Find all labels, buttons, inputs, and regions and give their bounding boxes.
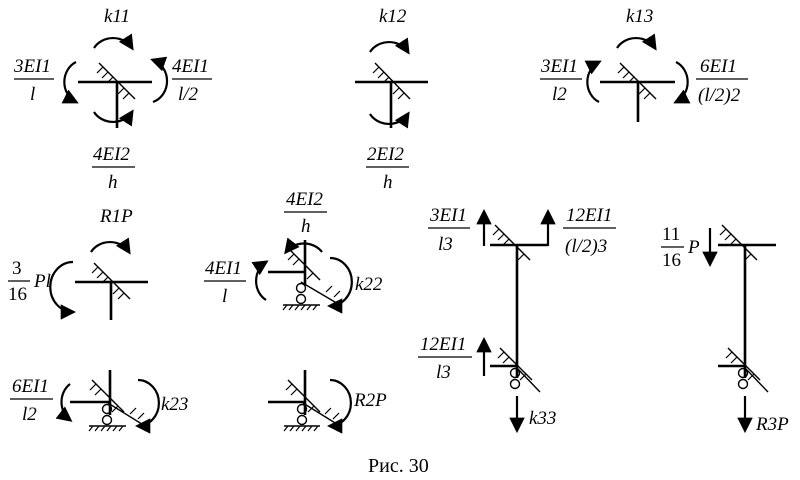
reaction-label-k33: k33 [529, 408, 556, 429]
fixed-support-hatch [492, 224, 531, 261]
moment-arrow-top [90, 237, 131, 255]
diagram-k11: k11 3EI1 l 4EI1 l/2 4EI2 h [13, 6, 212, 193]
force-suffix-left: P [687, 237, 700, 258]
moment-denominator-bottom: h [383, 172, 393, 193]
moment-arrow-top [284, 237, 323, 255]
moment-numerator-left: 4EI1 [205, 258, 242, 279]
force-numerator-right: 12EI1 [566, 205, 612, 226]
reaction-label-r2p: R2P [353, 390, 387, 411]
reaction-label-k22: k22 [355, 274, 383, 295]
reaction-label-r3p: R3P [755, 414, 789, 435]
diagram-k33: 3EI1 l3 12EI1 (l/2)3 12EI1 l3 k33 [418, 205, 616, 434]
force-denominator-right: (l/2)3 [565, 236, 607, 257]
lower-fixed-support-hatch [497, 347, 533, 381]
moment-arrow-right [134, 378, 160, 434]
reaction-label-k13: k13 [626, 6, 653, 27]
moment-numerator-bottom: 4EI2 [93, 144, 130, 165]
moment-numerator-top: 4EI2 [286, 189, 323, 210]
moment-arrow-top [616, 33, 657, 51]
moment-numerator-left: 3EI1 [540, 56, 578, 77]
force-numerator-left: 11 [662, 224, 680, 245]
moment-arrow-left [61, 61, 79, 104]
diagram-r3p: 11 16 P R3P [661, 224, 789, 435]
roller-support [737, 367, 769, 393]
roller-support [282, 281, 341, 311]
force-numerator-lower: 12EI1 [420, 334, 466, 355]
moment-arrow-top [93, 33, 134, 51]
force-numerator-left: 3EI1 [429, 205, 467, 226]
moment-arrow-right [326, 256, 353, 314]
force-denominator-left: 16 [662, 250, 681, 271]
diagram-r1p: R1P 3 16 Pl [8, 206, 148, 320]
moment-denominator-bottom: h [108, 172, 118, 193]
fixed-support-hatch [719, 224, 758, 261]
moment-arrow-left [55, 383, 73, 422]
diagram-k22: 4EI2 h 4EI1 l k22 [204, 189, 383, 314]
moment-denominator-left: l [222, 286, 227, 307]
fixed-support-hatch [287, 249, 321, 281]
moment-suffix-left: Pl [33, 271, 51, 292]
figure-caption: Рис. 30 [368, 455, 429, 477]
diagram-r2p: R2P [268, 370, 387, 434]
moment-arrow-right [150, 56, 169, 104]
moment-numerator-right: 6EI1 [700, 56, 737, 77]
moment-arrow-bottom [93, 109, 134, 127]
fixed-support-hatch [89, 379, 125, 413]
force-denominator-left: l3 [438, 234, 453, 255]
moment-denominator-left: l2 [552, 84, 567, 105]
moment-denominator-top: h [301, 216, 311, 237]
moment-arrow-left [251, 260, 269, 301]
moment-arrow-right [326, 378, 352, 434]
moment-numerator-left: 6EI1 [12, 376, 49, 397]
moment-arrow-bottom [369, 111, 410, 129]
reaction-label-k11: k11 [104, 6, 130, 27]
reaction-label-k12: k12 [379, 6, 407, 27]
reaction-label-k23: k23 [161, 394, 188, 415]
fixed-support-hatch [96, 62, 136, 100]
moment-arrow-right [673, 61, 691, 104]
moment-arrow-left [584, 60, 602, 103]
moment-numerator-left: 3EI1 [13, 56, 51, 77]
fixed-support-hatch [285, 379, 321, 413]
diagram-k12: k12 2EI2 h [355, 6, 428, 193]
moment-arrow-top [369, 37, 410, 55]
moment-numerator-left: 3 [12, 258, 22, 279]
roller-support [509, 367, 541, 393]
moment-numerator-right: 4EI1 [172, 56, 209, 77]
moment-denominator-left: l2 [22, 404, 37, 425]
reaction-label-r1p: R1P [99, 206, 133, 227]
moment-denominator-left: l [30, 84, 35, 105]
roller-support [88, 402, 146, 432]
moment-denominator-right: l/2 [178, 84, 199, 105]
fixed-support-hatch [372, 62, 411, 100]
diagram-k13: k13 3EI1 l2 6EI1 (l/2)2 [540, 6, 748, 122]
lower-fixed-support-hatch [725, 347, 761, 381]
force-denominator-lower: l3 [436, 362, 451, 383]
moment-denominator-left: 16 [8, 284, 27, 305]
fixed-support-hatch [617, 62, 657, 100]
moment-denominator-right: (l/2)2 [698, 85, 741, 106]
diagram-k23: 6EI1 l2 k23 [10, 370, 188, 434]
moment-numerator-bottom: 2EI2 [367, 144, 404, 165]
fixed-support-hatch [91, 262, 131, 300]
moment-arrow-left [49, 260, 77, 320]
